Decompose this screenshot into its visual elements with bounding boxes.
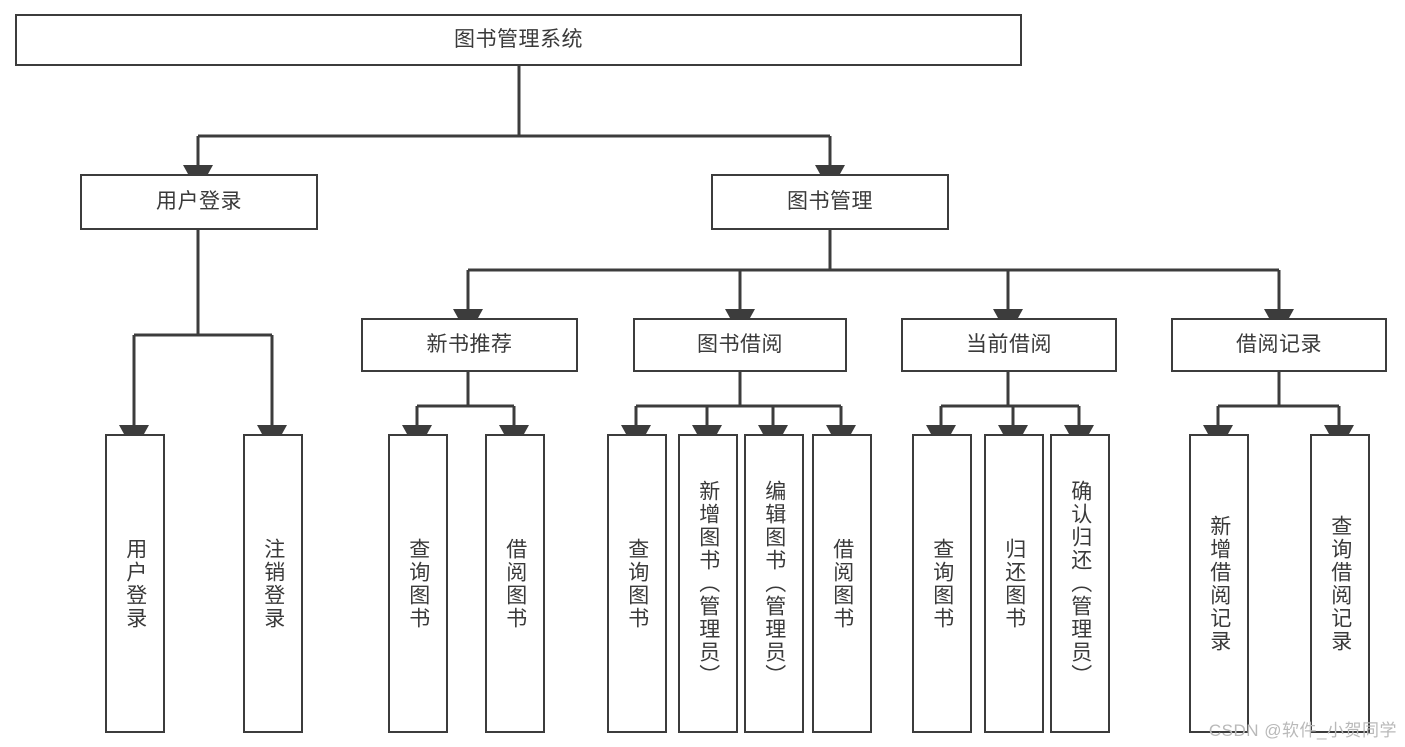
node-leaf-query-book-borrow[interactable]: 查询图书 — [607, 434, 667, 733]
node-leaf-borrow-book[interactable]: 借阅图书 — [812, 434, 872, 733]
node-leaf-query-borrow-record[interactable]: 查询借阅记录 — [1310, 434, 1370, 733]
node-borrow-record[interactable]: 借阅记录 — [1171, 318, 1387, 372]
node-leaf-logout-label: 注销登录 — [261, 537, 285, 630]
node-root-label: 图书管理系统 — [454, 28, 583, 52]
node-book-management-label: 图书管理 — [787, 190, 873, 214]
node-leaf-query-book-borrow-label: 查询图书 — [625, 537, 649, 630]
node-leaf-confirm-return[interactable]: 确认归还（管理员） — [1050, 434, 1110, 733]
node-leaf-add-borrow-record[interactable]: 新增借阅记录 — [1189, 434, 1249, 733]
node-leaf-query-borrow-record-label: 查询借阅记录 — [1328, 514, 1352, 653]
node-user-login[interactable]: 用户登录 — [80, 174, 318, 230]
node-leaf-add-borrow-record-label: 新增借阅记录 — [1207, 514, 1231, 653]
node-root[interactable]: 图书管理系统 — [15, 14, 1022, 66]
node-new-book-recommend[interactable]: 新书推荐 — [361, 318, 578, 372]
node-leaf-query-book-current-label: 查询图书 — [930, 537, 954, 630]
node-leaf-edit-book[interactable]: 编辑图书（管理员） — [744, 434, 804, 733]
node-leaf-logout[interactable]: 注销登录 — [243, 434, 303, 733]
node-leaf-return-book[interactable]: 归还图书 — [984, 434, 1044, 733]
node-book-management[interactable]: 图书管理 — [711, 174, 949, 230]
node-leaf-add-book[interactable]: 新增图书（管理员） — [678, 434, 738, 733]
node-new-book-recommend-label: 新书推荐 — [426, 333, 513, 357]
node-leaf-user-login[interactable]: 用户登录 — [105, 434, 165, 733]
node-leaf-borrow-book-recommend[interactable]: 借阅图书 — [485, 434, 545, 733]
node-leaf-query-book-current[interactable]: 查询图书 — [912, 434, 972, 733]
node-current-borrow-label: 当前借阅 — [966, 333, 1052, 357]
node-leaf-borrow-book-label: 借阅图书 — [830, 537, 854, 630]
node-leaf-return-book-label: 归还图书 — [1002, 537, 1026, 630]
node-user-login-label: 用户登录 — [156, 190, 242, 214]
node-leaf-confirm-return-label: 确认归还（管理员） — [1068, 480, 1092, 687]
node-borrow-record-label: 借阅记录 — [1236, 333, 1322, 357]
node-leaf-query-book-recommend-label: 查询图书 — [406, 537, 430, 630]
node-book-borrow[interactable]: 图书借阅 — [633, 318, 847, 372]
node-leaf-edit-book-label: 编辑图书（管理员） — [762, 480, 786, 687]
node-leaf-user-login-label: 用户登录 — [123, 537, 147, 630]
csdn-watermark: CSDN @软件_小贺同学 — [1208, 721, 1397, 740]
node-book-borrow-label: 图书借阅 — [697, 333, 783, 357]
node-leaf-borrow-book-recommend-label: 借阅图书 — [503, 537, 527, 630]
node-current-borrow[interactable]: 当前借阅 — [901, 318, 1117, 372]
node-leaf-query-book-recommend[interactable]: 查询图书 — [388, 434, 448, 733]
node-leaf-add-book-label: 新增图书（管理员） — [696, 480, 720, 687]
